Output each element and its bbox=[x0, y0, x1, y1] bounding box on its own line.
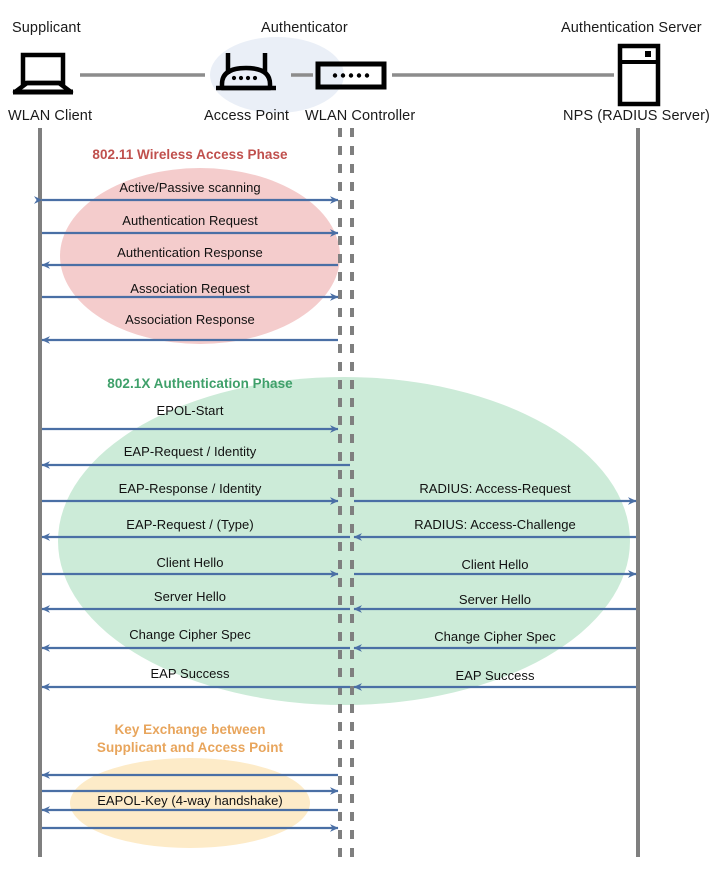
msg-label-radius-access-challenge: RADIUS: Access-Challenge bbox=[414, 517, 576, 532]
msg-label-client-hello-right: Client Hello bbox=[461, 557, 529, 572]
msg-label-association-response: Association Response bbox=[125, 312, 255, 327]
msg-label-change-cipher-spec-right: Change Cipher Spec bbox=[434, 629, 556, 644]
authenticator-blob bbox=[210, 37, 344, 113]
laptop-icon bbox=[12, 52, 74, 95]
msg-label-association-request: Association Request bbox=[130, 281, 250, 296]
msg-label-eap-request-identity: EAP-Request / Identity bbox=[123, 444, 257, 459]
role-title-authentication-server: Authentication Server bbox=[561, 20, 702, 36]
msg-label-change-cipher-spec-left: Change Cipher Spec bbox=[129, 627, 251, 642]
wireless-router-icon bbox=[216, 53, 276, 91]
msg-label-server-hello-right: Server Hello bbox=[458, 592, 532, 607]
node-label-nps-radius-server: NPS (RADIUS Server) bbox=[563, 108, 710, 124]
msg-label-authentication-response: Authentication Response bbox=[117, 245, 263, 260]
phase-ellipse-dot1x-auth bbox=[58, 377, 630, 705]
msg-label-eapol-key-handshake: EAPOL-Key (4-way handshake) bbox=[97, 793, 283, 808]
role-title-supplicant: Supplicant bbox=[12, 20, 81, 36]
phase-title-key-exchange-line1: Key Exchange between bbox=[114, 722, 266, 737]
msg-label-radius-access-request: RADIUS: Access-Request bbox=[419, 481, 571, 496]
msg-label-eap-response-identity: EAP-Response / Identity bbox=[118, 481, 262, 496]
phase-title-key-exchange-line2: Supplicant and Access Point bbox=[96, 740, 284, 756]
phase-title-dot1x-auth: 802.1X Authentication Phase bbox=[107, 376, 293, 391]
phase-ellipse-key-exchange bbox=[70, 758, 310, 848]
network-switch-icon bbox=[315, 61, 387, 90]
role-title-authenticator: Authenticator bbox=[261, 20, 348, 36]
phase-title-wireless-access: 802.11 Wireless Access Phase bbox=[92, 147, 288, 162]
msg-label-eap-success-right: EAP Success bbox=[455, 668, 535, 683]
msg-label-epol-start: EPOL-Start bbox=[156, 403, 224, 418]
msg-label-eap-success-left: EAP Success bbox=[150, 666, 230, 681]
node-label-access-point: Access Point bbox=[204, 108, 290, 124]
phase-ellipse-wireless-access bbox=[60, 168, 340, 344]
node-label-wlan-client: WLAN Client bbox=[8, 108, 93, 124]
msg-label-client-hello-left: Client Hello bbox=[156, 555, 224, 570]
msg-label-eap-request-type: EAP-Request / (Type) bbox=[126, 517, 254, 532]
msg-label-server-hello-left: Server Hello bbox=[153, 589, 227, 604]
msg-label-active-passive-scanning: Active/Passive scanning bbox=[119, 180, 261, 195]
node-label-wlan-controller: WLAN Controller bbox=[305, 108, 416, 124]
msg-label-authentication-request: Authentication Request bbox=[122, 213, 258, 228]
server-rack-icon bbox=[617, 43, 661, 107]
phase-title-key-exchange: Key Exchange between Supplicant and Acce… bbox=[70, 721, 310, 757]
